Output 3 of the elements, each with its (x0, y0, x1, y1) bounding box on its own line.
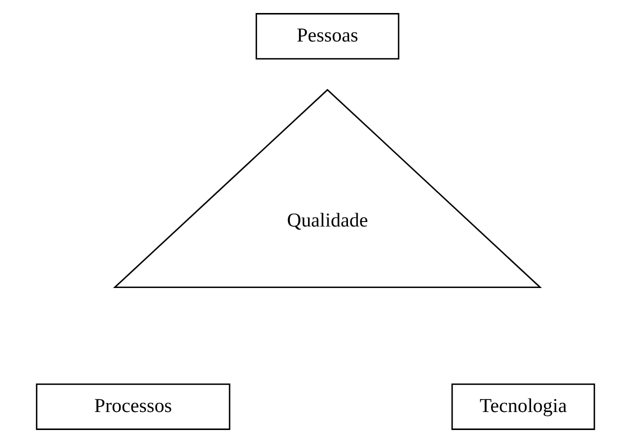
node-box: Processos (35, 383, 230, 430)
node-box: Tecnologia (450, 383, 595, 430)
node-box: Pessoas (255, 13, 399, 60)
